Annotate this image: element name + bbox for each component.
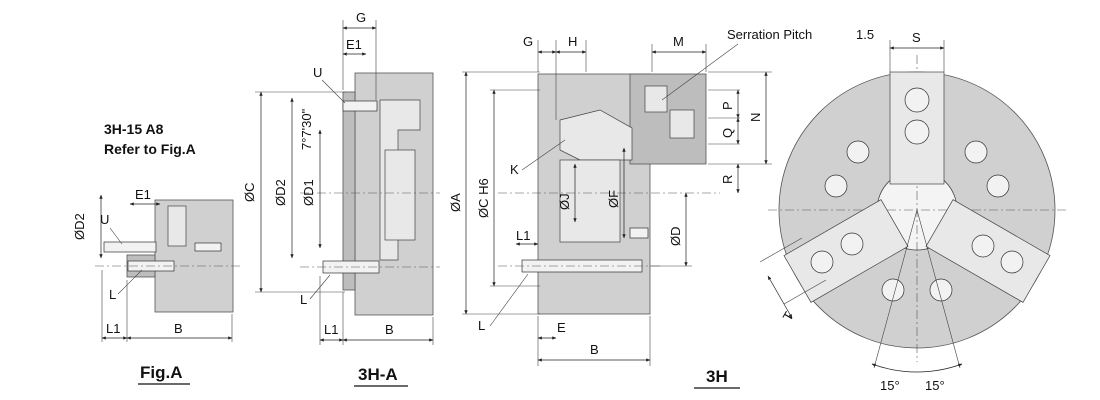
view-3h-a-inner-piston xyxy=(384,149,416,241)
front-view-body-bolt xyxy=(824,174,848,198)
view-3h-a-e1-label: E1 xyxy=(346,37,362,52)
view-3h-a-g-label: G xyxy=(356,10,366,25)
view-3h-p-label: P xyxy=(720,101,735,110)
front-view-angle-right-label: 15° xyxy=(925,378,945,393)
view-3h-a: G E1 U ØC ØD2 ØD1 7°7'30" L L1 B 3H-A xyxy=(242,10,440,387)
fig-a-l-label: L xyxy=(109,287,116,302)
view-3h-m-label: M xyxy=(673,34,684,49)
view-3h: G H M ØA ØC H6 K ØJ ØF ØD P Q N xyxy=(448,34,772,389)
fig-a-b-label: B xyxy=(174,321,183,336)
front-view-body-bolt xyxy=(971,234,995,258)
view-3h-a-u-label: U xyxy=(313,65,322,80)
front-view-angle-ray-right xyxy=(916,209,961,369)
view-3h-a-d2-label: ØD2 xyxy=(273,179,288,206)
view-3h-jaw-block xyxy=(629,73,707,165)
front-view-body-bolt xyxy=(840,232,864,256)
view-3h-ch6-label: ØC H6 xyxy=(476,178,491,218)
front-view-serration-label: Serration Pitch xyxy=(727,27,812,42)
view-3h-k-label: K xyxy=(510,162,519,177)
front-view-jaw-bolt xyxy=(904,119,930,145)
front-view-body-bolt xyxy=(929,278,953,302)
view-3h-a-adapter-plate xyxy=(342,91,356,291)
front-view-angle-arc xyxy=(871,363,963,373)
fig-a-e1-label: E1 xyxy=(135,187,151,202)
view-3h-a-label: ØA xyxy=(448,193,463,212)
fig-a-l-leader xyxy=(117,269,143,295)
front-view-serration-value: 1.5 xyxy=(856,27,874,42)
fig-a-model-note: 3H-15 A8 xyxy=(104,121,164,137)
fig-a-u-leader xyxy=(109,227,123,245)
view-3h-e-label: E xyxy=(557,320,566,335)
view-3h-f-label: ØF xyxy=(606,190,621,208)
view-3h-a-u-leader xyxy=(321,79,346,104)
view-3h-l1-label: L1 xyxy=(516,228,530,243)
view-3h-n-label: N xyxy=(748,113,763,122)
view-3h-a-d1-label: ØD1 xyxy=(301,179,316,206)
view-3h-a-b-label: B xyxy=(385,322,394,337)
front-view-jaw-bolt xyxy=(904,87,930,113)
fig-a-screw xyxy=(194,242,222,252)
fig-a-view: 3H-15 A8 Refer to Fig.A ØD2 U E1 L L1 B … xyxy=(72,121,240,385)
fig-a-l1-label: L1 xyxy=(106,321,120,336)
view-3h-j-label: ØJ xyxy=(557,193,572,210)
view-3h-l-label: L xyxy=(478,318,485,333)
fig-a-caption: Fig.A xyxy=(140,363,183,382)
fig-a-inner-part xyxy=(167,205,187,247)
view-3h-q-label: Q xyxy=(720,128,735,138)
view-3h-caption: 3H xyxy=(706,367,728,386)
front-view-angle-left-label: 15° xyxy=(880,378,900,393)
view-3h-h-label: H xyxy=(568,34,577,49)
view-3h-wedge xyxy=(559,109,633,161)
view-3h-r-label: R xyxy=(720,175,735,184)
fig-a-u-label: U xyxy=(100,212,109,227)
front-view-s-label: S xyxy=(912,30,921,45)
front-view-body-bolt xyxy=(881,278,905,302)
front-view-serration-leader xyxy=(661,43,739,101)
view-3h-a-top-bolt xyxy=(342,100,378,112)
front-view: Serration Pitch 1.5 S T 15° 15° xyxy=(661,27,1066,393)
view-3h-g-label: G xyxy=(523,34,533,49)
fig-a-reference-note: Refer to Fig.A xyxy=(104,141,196,157)
view-3h-k-leader xyxy=(521,139,566,171)
view-3h-a-caption: 3H-A xyxy=(358,365,398,384)
view-3h-a-angle-label: 7°7'30" xyxy=(299,108,314,150)
view-3h-a-c-label: ØC xyxy=(242,183,257,203)
front-view-body-bolt xyxy=(986,174,1010,198)
view-3h-small-screw xyxy=(629,227,649,239)
fig-a-bolt xyxy=(103,241,157,253)
view-3h-jaw-upper xyxy=(644,85,668,113)
front-view-body-bolt xyxy=(810,250,834,274)
view-3h-a-l1-label: L1 xyxy=(324,322,338,337)
view-3h-a-l-label: L xyxy=(300,292,307,307)
view-3h-d-label: ØD xyxy=(668,227,683,247)
fig-a-d2-label: ØD2 xyxy=(72,213,87,240)
front-view-body-bolt xyxy=(964,140,988,164)
front-view-body-bolt xyxy=(1000,250,1024,274)
front-view-body-bolt xyxy=(846,140,870,164)
fig-a-chuck-body xyxy=(154,199,234,313)
front-view-t-dim xyxy=(767,275,793,319)
front-view-angle-ray-left xyxy=(873,209,918,369)
view-3h-piston xyxy=(559,159,621,243)
view-3h-l-leader xyxy=(489,273,529,327)
view-3h-jaw-lower xyxy=(669,109,695,139)
view-3h-b-label: B xyxy=(590,342,599,357)
front-view-t-ext-1 xyxy=(759,237,803,263)
